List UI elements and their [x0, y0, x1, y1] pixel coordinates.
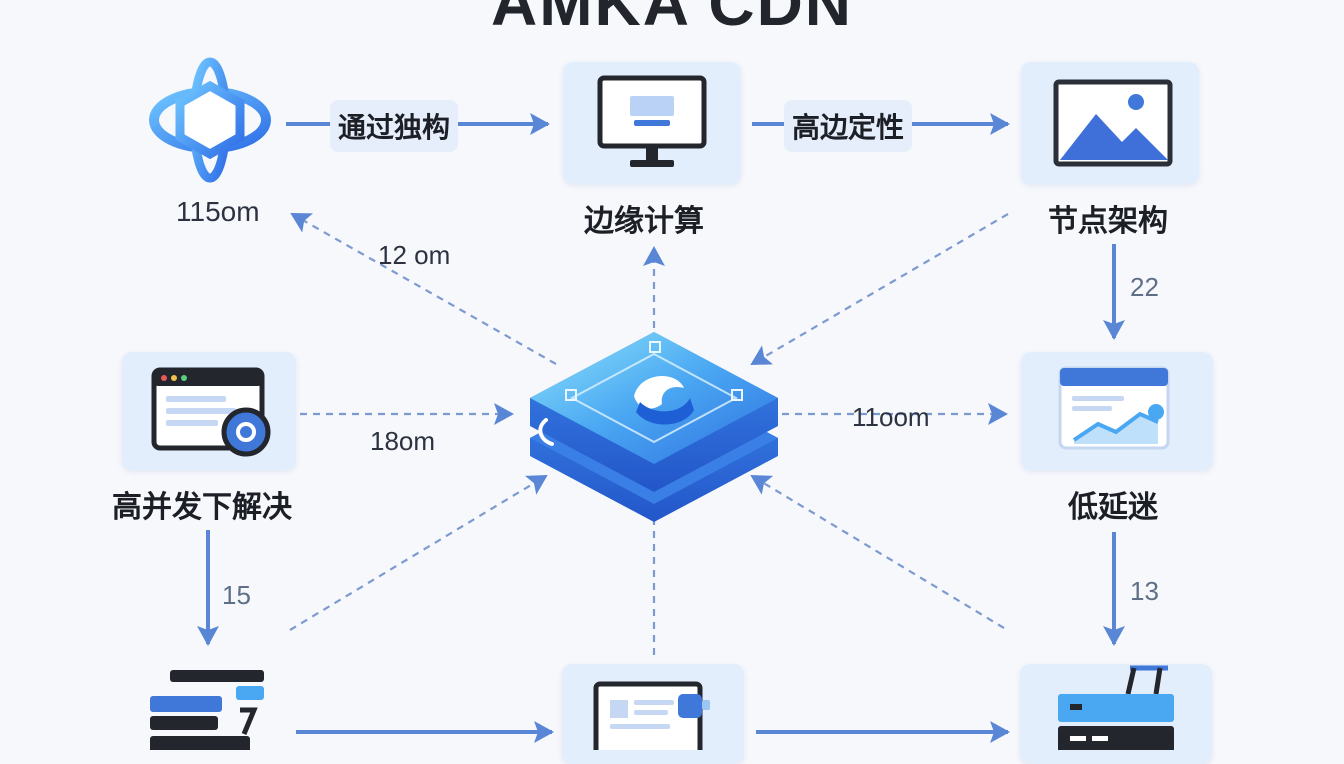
browser-window-icon	[151, 367, 271, 457]
rack-server-icon	[1058, 665, 1174, 750]
document-screen-icon	[593, 681, 710, 750]
monitor-icon	[597, 75, 707, 167]
edge-bottom-left-to-hub	[289, 474, 548, 631]
edge-label-mid-left: 18om	[370, 426, 436, 456]
edge-pill-top-left: 通过独构	[330, 100, 459, 152]
node-label-mid-left: 高并发下解决	[112, 490, 292, 525]
node-label-top-left: 115om	[176, 196, 260, 227]
edge-hub-to-top-left	[290, 213, 557, 365]
image-landscape-icon	[1053, 79, 1173, 167]
diagram-title: AMKA CDN	[490, 0, 854, 39]
node-label-top-center: 边缘计算	[584, 204, 704, 239]
edge-label-top-right-down: 22	[1130, 272, 1159, 302]
edge-label-mid-left-down: 15	[222, 580, 251, 610]
edge-label-diag-top-left: 12 om	[378, 240, 451, 270]
analytics-window-icon	[1058, 366, 1170, 450]
node-label-top-right: 节点架构	[1048, 204, 1168, 239]
cdn-hub-chip-icon	[530, 332, 778, 522]
edge-label-mid-right-down: 13	[1130, 576, 1159, 606]
edge-pill-top-right: 高边定性	[784, 100, 913, 152]
server-stack-icon	[150, 670, 264, 750]
hexagon-orbit-icon	[149, 57, 271, 183]
node-label-mid-right: 低延迷	[1068, 490, 1158, 525]
edge-top-right-to-hub	[750, 213, 1009, 366]
edge-bottom-right-to-hub	[750, 474, 1005, 629]
edge-label-mid-right: 11oom	[852, 402, 930, 432]
